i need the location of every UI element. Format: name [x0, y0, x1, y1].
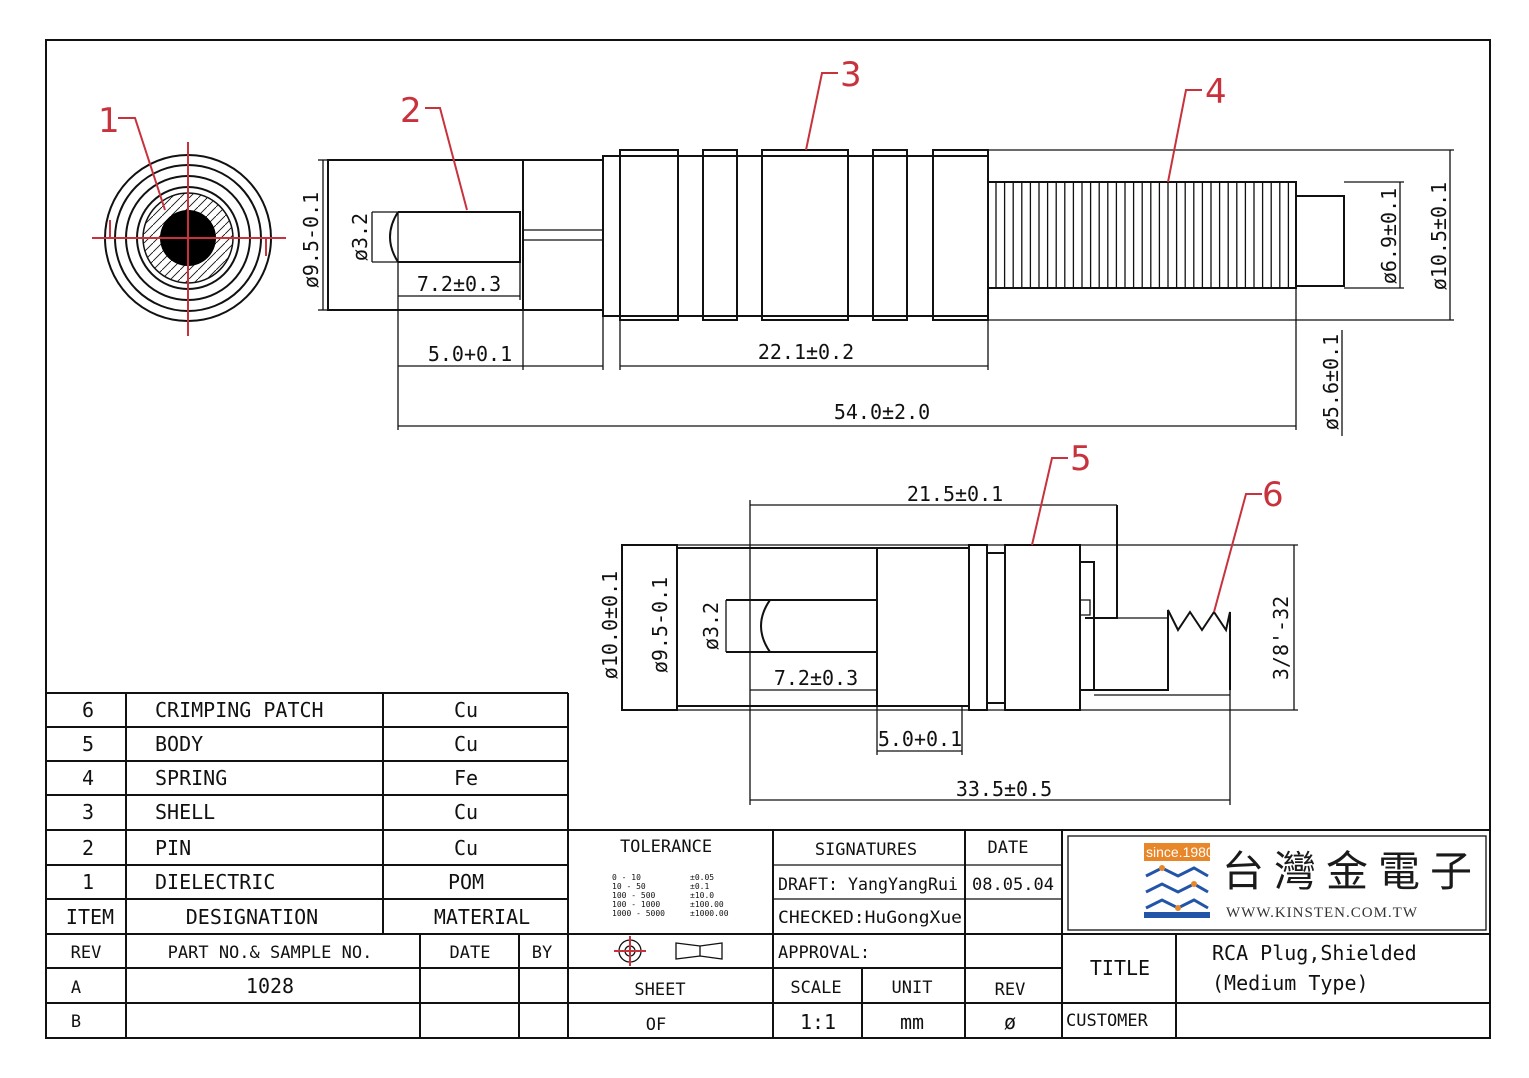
date-title: DATE [988, 838, 1029, 858]
dim-bot-len-33-5: 33.5±0.5 [956, 777, 1052, 801]
dim-top-len-22-1: 22.1±0.2 [758, 340, 854, 364]
scale-label: SCALE [790, 978, 841, 998]
callout-3: 3 [840, 55, 862, 95]
tolerance-value: ±100.00 [690, 900, 724, 909]
bom-designation: SHELL [155, 800, 215, 824]
company-logo: since.1980 台灣金電子 WWW.KINSTEN.COM.TW [1144, 843, 1482, 921]
tolerance-title: TOLERANCE [620, 837, 712, 857]
dim-top-len-5-0: 5.0+0.1 [428, 342, 512, 366]
tolerance-range: 0 - 10 [612, 873, 641, 882]
sheet-of-label: OF [646, 1015, 666, 1035]
dim-top-dia-3-2: ø3.2 [348, 213, 372, 261]
tolerance-value: ±0.1 [690, 882, 709, 891]
customer-label: CUSTOMER [1066, 1011, 1149, 1031]
unit-value: mm [900, 1010, 924, 1034]
bom-item-number: 4 [82, 766, 94, 790]
scale-value: 1:1 [800, 1010, 836, 1034]
callout-1: 1 [98, 101, 120, 141]
signatures-title: SIGNATURES [815, 840, 917, 860]
sheet-border [45, 39, 1491, 1039]
bom-designation: PIN [155, 836, 191, 860]
tolerance-range: 100 - 1000 [612, 900, 660, 909]
title-line-2: (Medium Type) [1212, 971, 1369, 995]
side-view-top [318, 149, 1454, 436]
sheet-label: SHEET [634, 980, 685, 1000]
rev-row-a-part: 1028 [246, 974, 294, 998]
dim-top-len-7-2: 7.2±0.3 [417, 272, 501, 296]
bom-header-item: ITEM [66, 905, 114, 929]
dim-bot-thread: 3/8'-32 [1269, 596, 1293, 680]
tolerance-value: ±0.05 [690, 873, 714, 882]
bom-material: Cu [454, 732, 478, 756]
bom-item-number: 3 [82, 800, 94, 824]
bom-material: Cu [454, 836, 478, 860]
bom-material: Cu [454, 698, 478, 722]
signature-draft: DRAFT: YangYangRui [778, 875, 958, 895]
signature-checked: CHECKED:HuGongXue [778, 908, 962, 928]
bom-designation: DIELECTRIC [155, 870, 275, 894]
projection-symbol [614, 936, 723, 966]
end-view [92, 142, 286, 336]
tolerance-value: ±1000.00 [690, 909, 729, 918]
rev-header-rev: REV [71, 943, 102, 963]
bom-item-number: 6 [82, 698, 94, 722]
callout-6: 6 [1262, 475, 1284, 515]
signature-approval: APPROVAL: [778, 943, 870, 963]
dim-bot-dia-9-5: ø9.5-0.1 [648, 577, 672, 673]
dim-top-dia-5-6: ø5.6±0.1 [1319, 334, 1343, 430]
callout-4: 4 [1205, 72, 1227, 112]
dim-bot-dia-3-2: ø3.2 [699, 602, 723, 650]
rev-label: REV [995, 980, 1026, 1000]
dim-top-len-54-0: 54.0±2.0 [834, 400, 930, 424]
dim-top-dia-6-9: ø6.9±0.1 [1377, 188, 1401, 284]
bom-header-material: MATERIAL [434, 905, 530, 929]
bom-item-number: 2 [82, 836, 94, 860]
title-label: TITLE [1090, 956, 1150, 980]
logo-company-name: 台灣金電子 [1222, 847, 1482, 896]
bom-table [46, 692, 1490, 1038]
side-view-bottom [621, 500, 1298, 805]
unit-label: UNIT [892, 978, 933, 998]
bom-material: Fe [454, 766, 478, 790]
rev-value: ø [1004, 1010, 1016, 1034]
rev-header-by: BY [532, 943, 552, 963]
bom-designation: CRIMPING PATCH [155, 698, 324, 722]
tolerance-range: 100 - 500 [612, 891, 656, 900]
bom-item-number: 1 [82, 870, 94, 894]
rev-header-part: PART NO.& SAMPLE NO. [168, 943, 373, 963]
callout-5: 5 [1070, 439, 1092, 479]
rev-row-b: B [71, 1012, 81, 1032]
callout-leaders [118, 72, 1262, 613]
tolerance-value: ±10.0 [690, 891, 714, 900]
bom-designation: BODY [155, 732, 203, 756]
bom-header-designation: DESIGNATION [186, 905, 318, 929]
logo-circuit-icon [1144, 865, 1210, 918]
dim-bot-len-7-2: 7.2±0.3 [774, 666, 858, 690]
dim-bot-len-21-5: 21.5±0.1 [907, 482, 1003, 506]
bom-material: POM [448, 870, 484, 894]
dim-top-dia-9-5: ø9.5-0.1 [299, 192, 323, 288]
bom-item-number: 5 [82, 732, 94, 756]
dim-top-dia-10-5: ø10.5±0.1 [1427, 182, 1451, 290]
logo-url: WWW.KINSTEN.COM.TW [1226, 905, 1418, 921]
rev-row-a: A [71, 978, 81, 998]
logo-since: since.1980 [1146, 844, 1214, 860]
dim-bot-dia-10-0: ø10.0±0.1 [598, 571, 622, 679]
bom-designation: SPRING [155, 766, 227, 790]
tolerance-range: 10 - 50 [612, 882, 646, 891]
title-line-1: RCA Plug,Shielded [1212, 941, 1417, 965]
date-value: 08.05.04 [972, 875, 1054, 895]
tolerance-range: 1000 - 5000 [612, 909, 665, 918]
dim-bot-len-5-0: 5.0+0.1 [878, 727, 962, 751]
callout-2: 2 [400, 91, 422, 131]
rev-header-date: DATE [450, 943, 491, 963]
logo-since-badge [1144, 843, 1210, 861]
bom-material: Cu [454, 800, 478, 824]
